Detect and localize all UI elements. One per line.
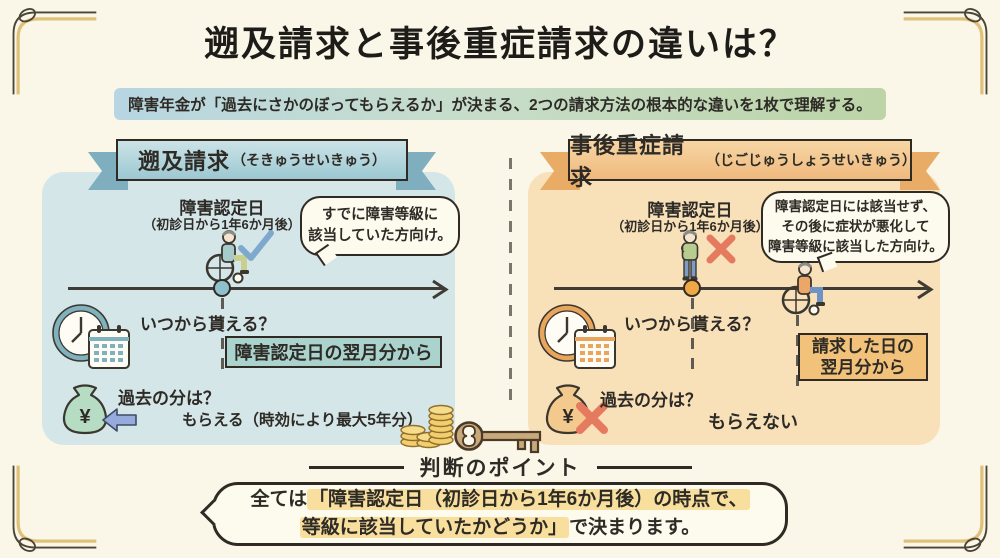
yen-symbol: ¥: [79, 406, 91, 428]
clock-calendar-icon: [52, 304, 130, 369]
judgment-line-1: 全ては「障害認定日（初診日から1年6か月後）の時点で、: [250, 486, 750, 515]
corner-flourish-icon: [12, 8, 97, 95]
when-answer-box: 障害認定日の翌月分から: [225, 336, 442, 368]
post-worsening-claim-panel: 障害認定日 （初診日から1年6か月後） 障害認定日には該当せず、 その後に症状が…: [528, 172, 950, 445]
corner-flourish-icon: [903, 465, 988, 552]
subtitle-row: 障害年金が「過去にさかのぼってもらえるか」が決まる、2つの請求方法の根本的な違い…: [0, 88, 1000, 120]
corner-flourish-icon: [12, 465, 97, 552]
when-answer-line: 請求した日の: [812, 336, 914, 356]
event-title: 障害認定日: [179, 199, 265, 218]
x-icon: [706, 234, 736, 264]
timeline: [554, 279, 934, 300]
panel-divider: [509, 158, 512, 410]
dashed-connector: [691, 298, 694, 376]
retroactive-ribbon: 遡及請求 （そきゅうせいきゅう）: [88, 139, 436, 193]
ribbon-band: 事後重症請求 （じごじゅうしょうせいきゅう）: [568, 133, 917, 190]
event-subtitle: （初診日から1年6か月後）: [611, 219, 769, 234]
bubble-line: 障害等級に該当した方向け。: [768, 239, 943, 255]
past-answer: もらえない: [708, 412, 798, 432]
wheelchair-person-icon: [205, 230, 249, 284]
ribbon-title: 遡及請求: [137, 149, 230, 174]
target-audience-bubble: すでに障害等級に 該当していた方向け。: [300, 196, 460, 256]
bubble-line: その後に症状が悪化して: [781, 218, 930, 234]
key-icon: [454, 421, 542, 454]
ribbon-band: 遡及請求 （そきゅうせいきゅう）: [116, 139, 408, 181]
judgment-highlight-text: 「障害認定日（初診日から1年6か月後）の時点で、: [307, 488, 750, 510]
event-title: 障害認定日: [647, 201, 733, 220]
clock-calendar-icon: [538, 304, 616, 369]
yen-symbol: ¥: [562, 406, 574, 428]
judgment-point-heading: 判断のポイント: [419, 457, 581, 480]
recognition-date-dot: [213, 279, 231, 297]
bubble-line: 障害認定日には該当せず、: [774, 198, 937, 214]
timeline: [68, 279, 449, 300]
timeline-arrow-icon: [917, 279, 934, 300]
recognition-date-dot: [683, 279, 701, 297]
judgment-line-2: 等級に該当していたかどうか」で決まります。: [299, 514, 701, 543]
judgment-point-bubble: 全ては「障害認定日（初診日から1年6か月後）の時点で、 等級に該当していたかどう…: [212, 482, 788, 546]
ribbon-reading: （そきゅうせいきゅう）: [232, 152, 386, 168]
coins-icon: [400, 404, 454, 449]
when-answer: 障害認定日の翌月分から: [234, 343, 433, 363]
dashed-connector: [796, 315, 799, 388]
page-title: 遡及請求と事後重症請求の違いは？: [203, 25, 796, 64]
ribbon-title: 事後重症請求: [570, 133, 686, 190]
arrow-left-icon: [102, 408, 137, 432]
when-question: いつから貰える？: [624, 315, 760, 334]
check-icon: [238, 230, 274, 261]
when-answer-box: 請求した日の 翌月分から: [798, 333, 928, 381]
judgment-plain-text: で決まります。: [569, 517, 701, 538]
bubble-line: すでに障害等級に: [321, 206, 439, 223]
judgment-point-heading-row: 判断のポイント: [0, 452, 1000, 482]
standing-person-icon: [681, 230, 699, 281]
bubble-line: 該当していた方向け。: [308, 228, 452, 244]
dashed-connector: [221, 298, 224, 376]
past-question: 過去の分は？: [600, 391, 702, 410]
wheelchair-person-icon: [781, 262, 825, 316]
timeline-arrow-icon: [432, 279, 449, 300]
target-audience-bubble: 障害認定日には該当せず、 その後に症状が悪化して 障害等級に該当した方向け。: [761, 191, 950, 263]
ribbon-reading: （じごじゅうしょうせいきゅう）: [706, 152, 917, 168]
past-question: 過去の分は？: [118, 389, 220, 408]
when-question: いつから貰える？: [140, 315, 276, 334]
retroactive-claim-panel: 障害認定日 （初診日から1年6か月後） すでに障害等級に 該当していた方向け。: [42, 172, 460, 449]
corner-flourish-icon: [903, 8, 988, 95]
money-bag-icon: ¥: [62, 384, 108, 435]
post-worsening-ribbon: 事後重症請求 （じごじゅうしょうせいきゅう）: [540, 133, 940, 193]
x-icon: [576, 402, 608, 434]
judgment-highlight-text: 等級に該当していたかどうか」: [299, 517, 570, 538]
when-answer-line: 翌月分から: [820, 358, 906, 377]
heading-rule: [596, 465, 692, 469]
page-subtitle: 障害年金が「過去にさかのぼってもらえるか」が決まる、2つの請求方法の根本的な違い…: [114, 88, 886, 120]
event-subtitle: （初診日から1年6か月後）: [143, 217, 301, 232]
heading-rule: [308, 465, 404, 469]
past-answer: もらえる（時効により最大5年分）: [182, 412, 423, 429]
judgment-plain-text: 全ては: [250, 488, 308, 510]
